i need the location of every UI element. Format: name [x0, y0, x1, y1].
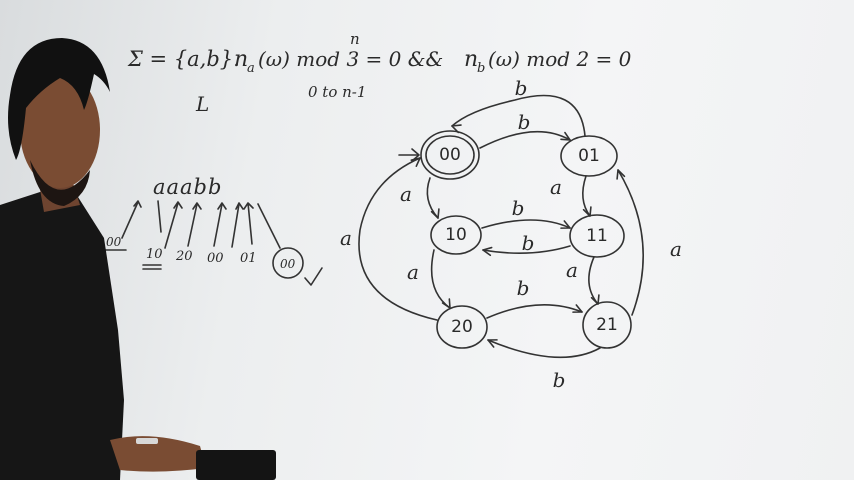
- transition-symbol: b: [517, 276, 530, 300]
- transition-edge: [430, 249, 451, 309]
- transition-00-01: b: [479, 110, 571, 149]
- marker-pen: [136, 438, 158, 444]
- transition-21-01: a: [616, 169, 682, 316]
- transition-20-21: b: [486, 276, 583, 319]
- condition-a-rest: (ω) mod 3 = 0 &&: [258, 47, 443, 71]
- trace-state-1: 10: [146, 247, 163, 262]
- transition-edge: [358, 157, 438, 321]
- presenter: [0, 38, 276, 480]
- superscript-n: n: [350, 30, 360, 48]
- state-label: 00: [439, 145, 461, 165]
- transition-symbol: a: [407, 260, 419, 284]
- state-circle: [430, 215, 482, 255]
- input-trace: aaabb 00 10 20 00 01 00: [100, 175, 323, 286]
- transition-edge: [482, 245, 571, 254]
- transition-00-10: a: [400, 177, 440, 219]
- state-00: 00: [398, 130, 480, 180]
- arrowhead-icon: [616, 169, 626, 180]
- transition-symbol: b: [553, 368, 566, 392]
- trace-double-underline: [142, 264, 162, 270]
- condition-a: n a (ω) mod 3 = 0 &&: [234, 47, 443, 76]
- state-circle: [582, 301, 632, 349]
- presenter-hair: [8, 38, 110, 160]
- state-circle: [436, 305, 488, 349]
- arrowhead-icon: [451, 124, 462, 134]
- transition-11-21: a: [566, 256, 600, 305]
- trace-state-3: 00: [207, 251, 224, 266]
- transition-21-20: b: [487, 339, 601, 392]
- condition-a-subscript: a: [247, 61, 255, 76]
- transition-symbol: a: [566, 258, 578, 282]
- presenter-beard: [30, 160, 90, 206]
- arrowhead-icon: [572, 304, 583, 313]
- transition-edge: [617, 169, 644, 316]
- accept-ring: [425, 135, 475, 175]
- arrowhead-icon: [560, 220, 571, 229]
- transition-symbol: b: [518, 110, 531, 134]
- trace-state-0: 00: [106, 235, 122, 249]
- trace-state-2: 20: [175, 249, 193, 264]
- check-mark-icon: [304, 267, 323, 286]
- trace-final-state-circle: [272, 247, 304, 279]
- sigma-definition: Σ = {a,b}.: [127, 47, 240, 71]
- state-10: 10: [430, 215, 482, 255]
- condition-b-rest: (ω) mod 2 = 0: [488, 47, 632, 71]
- state-circle: [420, 130, 480, 180]
- transition-symbol: a: [340, 226, 352, 250]
- trace-input-string: aaabb: [153, 175, 222, 199]
- range-note: 0 to n-1: [308, 83, 366, 101]
- arrowhead-icon: [560, 131, 571, 141]
- transition-01-11: a: [550, 175, 592, 217]
- transition-20-00: a: [340, 157, 438, 321]
- state-01: 01: [560, 135, 618, 177]
- trace-state-5: 00: [280, 257, 296, 271]
- condition-b-n: n: [464, 47, 478, 72]
- transition-symbol: a: [550, 175, 562, 199]
- condition-b-subscript: b: [477, 61, 485, 76]
- arrowhead-icon: [430, 208, 440, 219]
- arrowhead-icon: [441, 298, 451, 309]
- state-11: 11: [569, 214, 625, 258]
- trace-arrows: [121, 200, 281, 249]
- transition-10-11: b: [481, 196, 571, 229]
- transition-edge: [588, 256, 599, 305]
- transition-symbol: b: [515, 76, 528, 100]
- state-label: 11: [586, 226, 608, 246]
- transition-11-10: b: [482, 231, 571, 257]
- state-circle: [560, 135, 618, 177]
- transition-symbol: a: [400, 182, 412, 206]
- state-label: 01: [578, 146, 600, 166]
- arrowhead-icon: [482, 246, 493, 257]
- phone-device: [196, 450, 276, 480]
- state-label: 21: [596, 315, 618, 335]
- transition-symbol: a: [670, 237, 682, 261]
- arrowhead-icon: [487, 339, 498, 348]
- transition-edge: [479, 130, 571, 149]
- transition-edge: [481, 219, 571, 229]
- presenter-shirt: [0, 192, 124, 480]
- transition-edge: [487, 339, 601, 359]
- state-label: 20: [451, 317, 473, 337]
- transition-10-20: a: [407, 249, 451, 309]
- transition-edge: [451, 94, 586, 137]
- transition-symbol: b: [522, 231, 535, 255]
- condition-b: n b (ω) mod 2 = 0: [464, 47, 632, 76]
- start-arrow-icon: [398, 148, 420, 162]
- condition-a-n: n: [234, 47, 248, 72]
- state-20: 20: [436, 305, 488, 349]
- presenter-hand: [110, 436, 206, 472]
- state-label: 10: [445, 225, 467, 245]
- state-circle: [569, 214, 625, 258]
- transition-edge: [486, 304, 583, 319]
- language-symbol: L: [195, 92, 209, 116]
- trace-state-4: 01: [240, 251, 257, 266]
- transition-symbol: b: [512, 196, 525, 220]
- state-21: 21: [582, 301, 632, 349]
- transition-01-00: b: [451, 76, 586, 137]
- presenter-face: [20, 72, 100, 188]
